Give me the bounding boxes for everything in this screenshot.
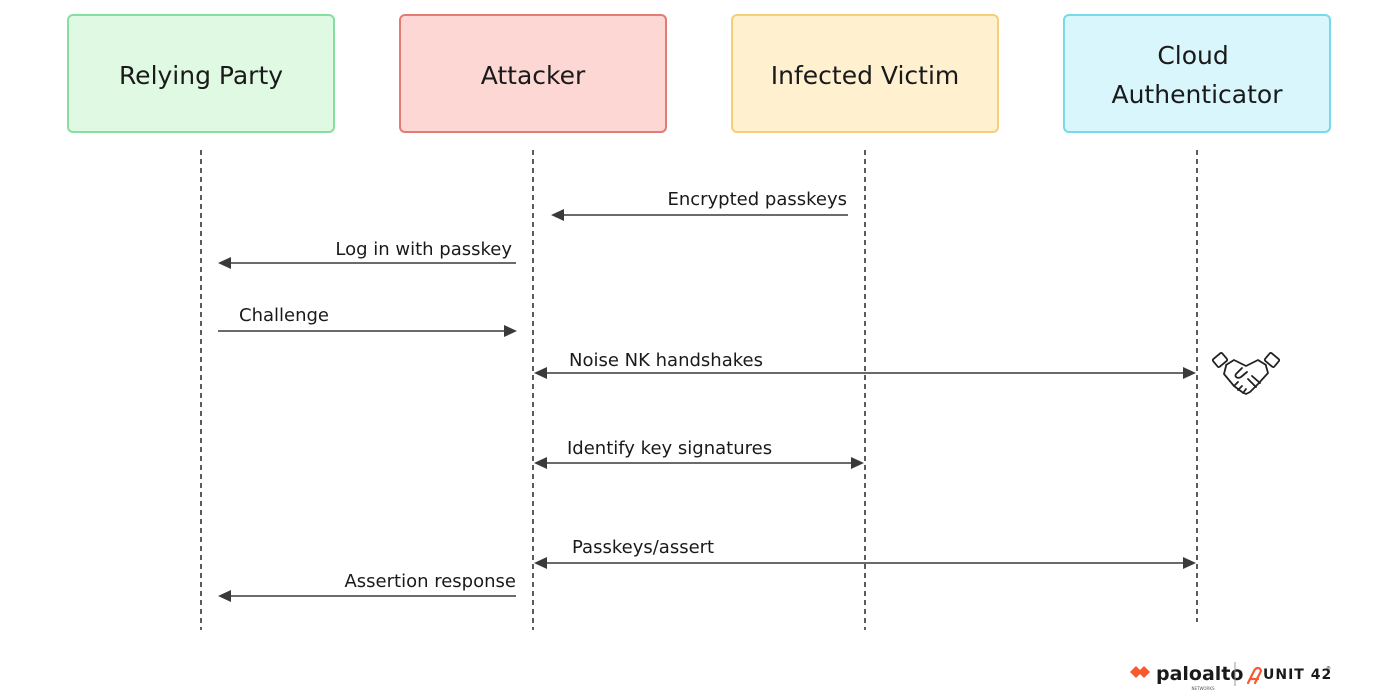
svg-text:Cloud Authenticator: Cloud Authenticator bbox=[1111, 41, 1283, 109]
actor-cloud-authenticator: Cloud Authenticator bbox=[1063, 14, 1331, 133]
actor-label-line1: Cloud bbox=[1157, 41, 1228, 70]
actor-label: Relying Party bbox=[119, 61, 283, 90]
message-label: Identify key signatures bbox=[567, 438, 772, 459]
actor-label-line2: Authenticator bbox=[1111, 80, 1283, 109]
actor-attacker: Attacker bbox=[399, 14, 667, 133]
paloalto-wordmark: paloalto bbox=[1156, 663, 1243, 685]
paloalto-sub: NETWORKS bbox=[1191, 686, 1214, 691]
unit42-mark-icon bbox=[1246, 666, 1263, 685]
message-label: Log in with passkey bbox=[335, 239, 512, 260]
message-encrypted-passkeys: Encrypted passkeys bbox=[551, 189, 848, 221]
message-label: Challenge bbox=[239, 305, 329, 326]
message-label: Noise NK handshakes bbox=[569, 350, 763, 371]
unit42-logo: UNIT 42 ® bbox=[1246, 665, 1332, 685]
message-passkeys-assert: Passkeys/assert bbox=[534, 537, 1196, 569]
message-challenge: Challenge bbox=[218, 305, 517, 337]
message-noise-nk-handshakes: Noise NK handshakes bbox=[534, 350, 1196, 379]
actor-label: Infected Victim bbox=[771, 61, 960, 90]
svg-text:Infected Victim: Infected Victim bbox=[771, 61, 960, 90]
message-assertion-response: Assertion response bbox=[218, 571, 516, 602]
actor-relying-party: Relying Party bbox=[67, 14, 335, 133]
message-label: Assertion response bbox=[344, 571, 516, 592]
message-label: Passkeys/assert bbox=[572, 537, 714, 558]
actor-infected-victim: Infected Victim bbox=[731, 14, 999, 133]
svg-text:Relying Party: Relying Party bbox=[119, 61, 283, 90]
paloalto-mark-icon bbox=[1130, 666, 1150, 678]
actor-label: Attacker bbox=[481, 61, 586, 90]
unit42-wordmark: UNIT 42 bbox=[1263, 667, 1332, 683]
handshake-icon bbox=[1211, 352, 1281, 395]
svg-text:Attacker: Attacker bbox=[481, 61, 586, 90]
paloalto-logo: paloalto NETWORKS bbox=[1130, 663, 1243, 691]
message-log-in-with-passkey: Log in with passkey bbox=[218, 239, 516, 269]
message-identify-key-signatures: Identify key signatures bbox=[534, 438, 864, 469]
registered-mark: ® bbox=[1326, 665, 1331, 672]
message-label: Encrypted passkeys bbox=[667, 189, 847, 210]
